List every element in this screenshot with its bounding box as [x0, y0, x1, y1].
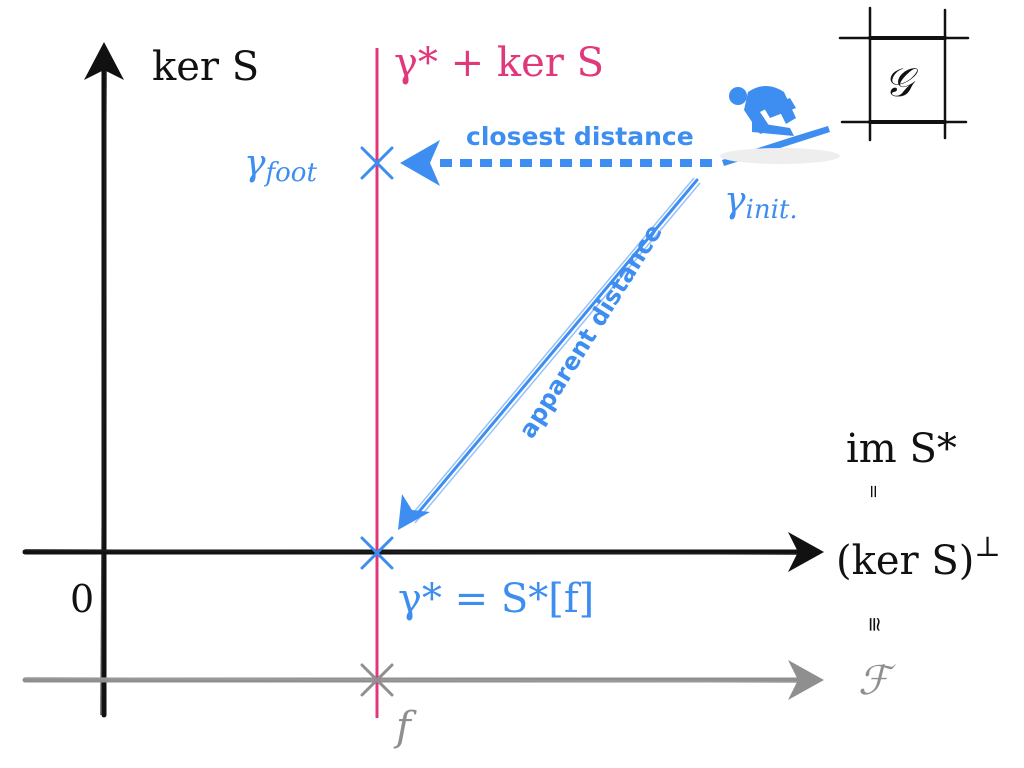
- f-label: f: [393, 704, 417, 750]
- gamma-init-subscript: init.: [746, 195, 798, 225]
- gamma-foot-marker: [360, 146, 394, 180]
- gamma-star-equation: γ* = S*[f]: [398, 576, 594, 622]
- gamma-foot-subscript: foot: [264, 158, 318, 188]
- ker-s-label: ker S: [152, 44, 259, 90]
- perp-superscript: ⊥: [974, 530, 1000, 563]
- apparent-distance-label: apparent distance: [513, 219, 667, 443]
- snow-shadow: [720, 148, 840, 164]
- cong-vertical: ≅: [863, 616, 887, 633]
- affine-line-label: γ* + ker S: [394, 40, 604, 86]
- g-box-label: 𝒢: [884, 60, 919, 106]
- f-marker: [360, 663, 394, 697]
- gamma-star-marker: [360, 536, 394, 570]
- closest-distance-label: closest distance: [466, 122, 694, 151]
- origin-label: 0: [70, 577, 94, 621]
- gamma-init-symbol: γ: [724, 180, 746, 221]
- ker-s-axis-arrowhead: [84, 42, 124, 80]
- equals-vertical: =: [863, 484, 884, 499]
- closest-distance-arrow: [400, 140, 712, 186]
- gamma-foot-label: γfoot: [244, 143, 317, 188]
- f-space-axis-arrowhead: [788, 660, 824, 700]
- ker-s-perp-label: (ker S)⊥: [836, 530, 1001, 584]
- ker-s-perp-axis-arrowhead: [788, 532, 824, 572]
- hash-frame-icon: [838, 6, 970, 142]
- ker-s-perp-axis: [22, 532, 824, 572]
- f-space-axis: [22, 660, 824, 700]
- ker-s-axis: [84, 42, 124, 718]
- gamma-foot-symbol: γ: [244, 143, 266, 184]
- im-s-star-label: im S*: [846, 426, 957, 472]
- ker-s-perp-base: (ker S): [836, 538, 974, 584]
- apparent-distance-arrow: [398, 177, 701, 530]
- calligraphic-f-label: ℱ: [858, 658, 896, 704]
- gamma-init-label: γinit.: [724, 180, 798, 225]
